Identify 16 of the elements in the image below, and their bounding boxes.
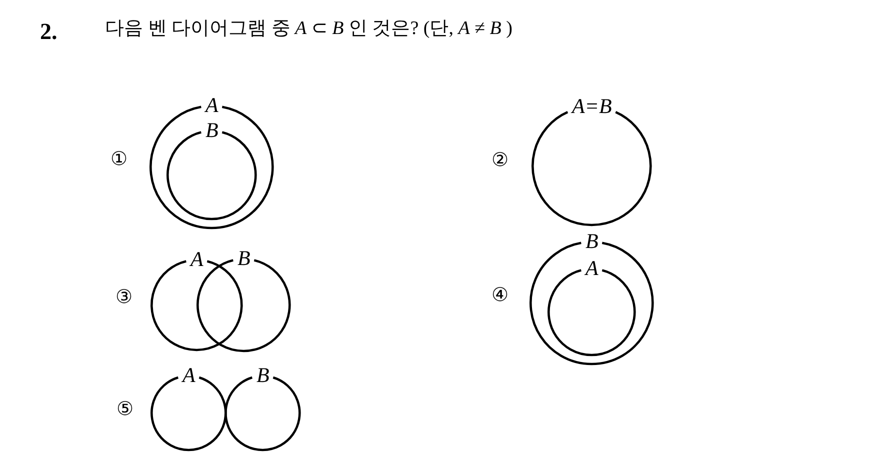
option-number: ① [110,148,128,170]
option-number: ④ [492,284,509,306]
option-number: ② [492,150,509,170]
set-label: B [256,364,270,386]
option-number: ③ [116,286,133,308]
set-label: A [585,258,598,278]
set-label: A [190,248,204,270]
set-label: A=B [572,96,612,116]
set-label: B [205,120,218,140]
set-label: A [205,94,218,116]
set-label: B [237,248,250,268]
question-number: 2. [40,19,58,44]
set-label: B [585,230,598,252]
question-text: 다음 벤 다이어그램 중 A ⊂ B 인 것은? (단, A ≠ B ) [105,19,512,40]
option-number: ⑤ [116,398,134,420]
set-label: A [182,364,196,386]
